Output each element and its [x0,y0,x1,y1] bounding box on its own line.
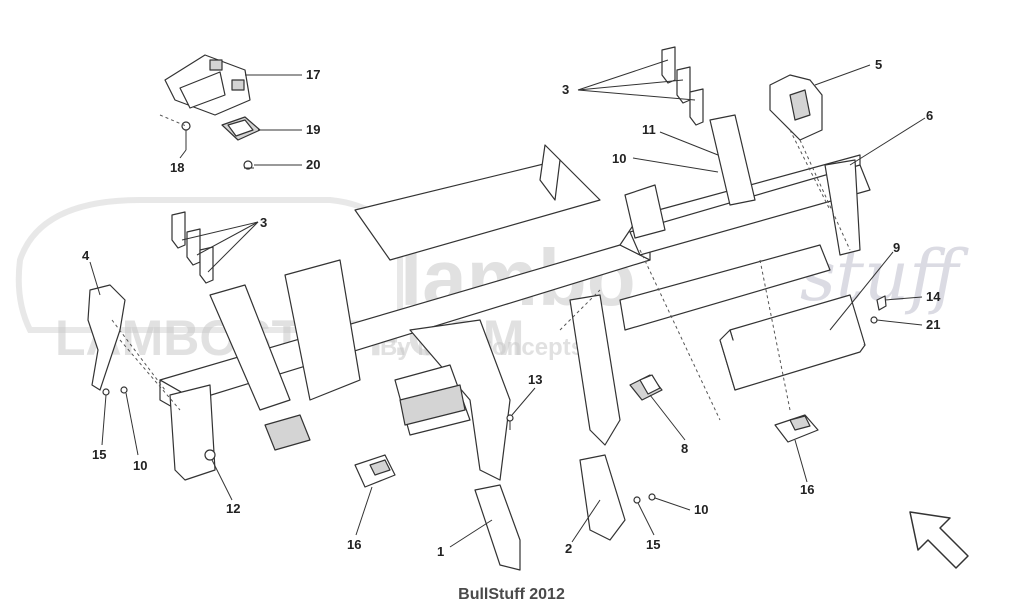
callout-16-left: 16 [347,537,361,552]
callout-17: 17 [306,67,320,82]
part-12-nut [204,449,216,461]
callout-15-right: 15 [646,537,660,552]
callout-10-left: 10 [133,458,147,473]
part-21-screw [870,316,878,324]
part-3-brackets-right [661,46,704,126]
assembly-lines [111,129,851,421]
callout-12: 12 [226,501,240,516]
callout-4: 4 [82,248,90,263]
part-4-bracket [87,284,126,391]
callout-21: 21 [926,317,940,332]
callout-labels: 17 18 19 20 3 3 4 5 6 11 10 10 10 9 14 2… [82,57,941,559]
part-13-screw [506,414,514,430]
callout-14: 14 [926,289,941,304]
part-16-block-right [774,414,819,443]
part-15-screw-right [633,496,641,504]
part-16-block-left [354,454,396,488]
part-3-brackets-left [171,211,214,284]
callout-18: 18 [170,160,184,175]
callout-19: 19 [306,122,320,137]
callout-2: 2 [565,541,572,556]
callout-8: 8 [681,441,688,456]
part-10-screw-left [120,386,128,394]
callout-15-left: 15 [92,447,106,462]
callout-9: 9 [893,240,900,255]
callout-13: 13 [528,372,542,387]
callout-6: 6 [926,108,933,123]
part-9-module [719,294,866,391]
callout-3-left: 3 [260,215,267,230]
orientation-arrow-icon [909,511,969,569]
callout-1: 1 [437,544,444,559]
part-2-leg [579,454,626,541]
part-8-clip [629,374,663,401]
part-5-bracket [769,74,823,141]
dashboard-crossbeam [159,114,871,481]
part-10-screw-right [648,493,656,501]
part-19-pad [221,116,261,141]
callout-3-right: 3 [562,82,569,97]
part-17-bracket [164,54,251,116]
callout-10-right: 10 [694,502,708,517]
callout-16-right: 16 [800,482,814,497]
part-15-screw-left [102,388,110,396]
callout-20: 20 [306,157,320,172]
part-1-leg [474,484,521,571]
callout-10-top: 10 [612,151,626,166]
copyright-footer: BullStuff 2012 [458,586,565,603]
callout-11: 11 [642,122,656,137]
callout-5: 5 [875,57,882,72]
part-20-screw [243,160,254,170]
part-14-screw [876,295,887,311]
part-18-screw [159,114,191,150]
leader-lines [89,59,926,548]
